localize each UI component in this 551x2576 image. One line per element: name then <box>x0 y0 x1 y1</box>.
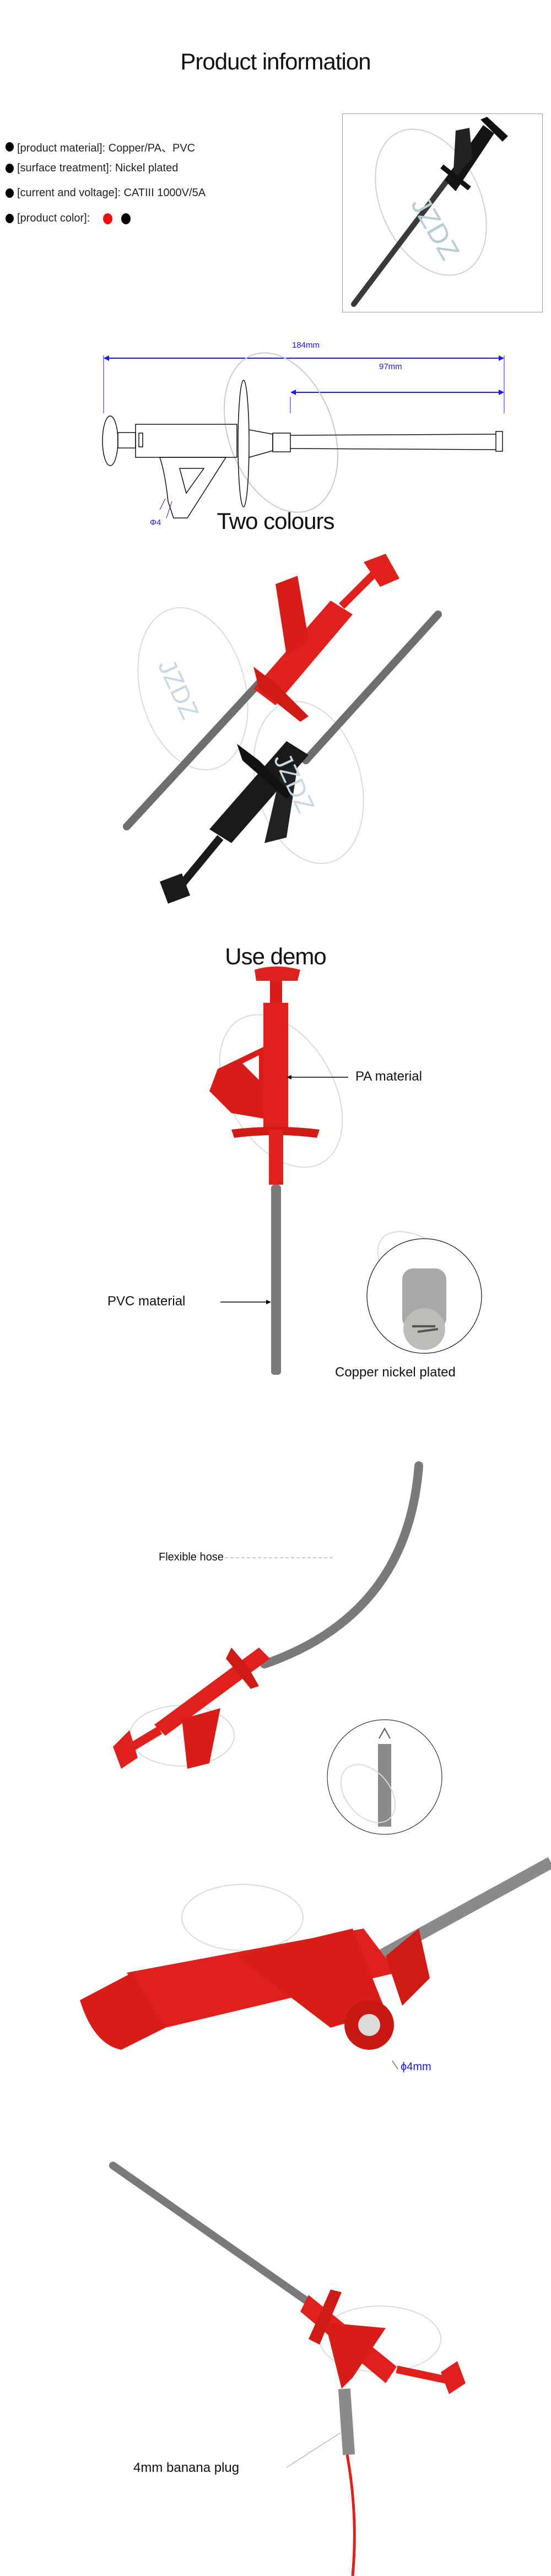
dimension-sheath-length: 97mm <box>379 362 402 371</box>
spec-color: [product color]: <box>6 212 131 225</box>
dimension-diameter: Φ4 <box>150 518 161 527</box>
color-swatch-black <box>121 213 131 224</box>
section-title-product-information: Product information <box>180 48 371 74</box>
callout-flexible-hose: Flexible hose <box>159 1551 224 1563</box>
spec-text: [surface treatment]: Nickel plated <box>17 162 179 174</box>
inset-circle-tip <box>366 1231 482 1354</box>
bullet-icon <box>6 142 14 152</box>
callout-4mm-banana-plug: 4mm banana plug <box>133 2460 240 2475</box>
bullet-icon <box>6 214 14 223</box>
section-title-use-demo: Use demo <box>225 943 326 969</box>
spec-text: [current and voltage]: CATIII 1000V/5A <box>17 187 206 199</box>
spec-current-voltage: [current and voltage]: CATIII 1000V/5A <box>6 187 206 199</box>
callout-phi4mm: ϕ4mm <box>401 2061 431 2073</box>
two-colour-probes-image: JZDZ JZDZ <box>123 554 442 904</box>
callout-copper-nickel-plated: Copper nickel plated <box>335 1365 456 1380</box>
dimension-drawing <box>102 352 505 519</box>
bullet-icon <box>6 188 14 198</box>
watermark: JZDZ <box>153 655 205 723</box>
flexible-hose-image <box>113 1461 423 1769</box>
bullet-icon <box>6 164 14 173</box>
closeup-socket-image <box>80 1857 551 2070</box>
color-swatch-red <box>103 213 113 224</box>
spec-text: [product material]: Copper/PA、PVC <box>17 142 196 154</box>
inset-circle-hose-tip <box>327 1719 442 1835</box>
pa-arrow <box>287 1075 348 1079</box>
spec-material: [product material]: Copper/PA、PVC <box>6 139 195 155</box>
dimension-total-length: 184mm <box>292 341 320 350</box>
section-title-two-colours: Two colours <box>217 508 334 534</box>
use-demo-probe-image <box>209 966 343 1375</box>
black-probe-illustration: JZDZ <box>351 117 508 307</box>
callout-pvc-material: PVC material <box>107 1294 186 1309</box>
spec-text: [product color]: <box>17 212 90 224</box>
callout-pa-material: PA material <box>355 1069 422 1084</box>
product-image-black-probe: JZDZ <box>342 114 543 312</box>
spec-surface: [surface treatment]: Nickel plated <box>6 162 178 175</box>
pvc-arrow <box>220 1300 271 1304</box>
banana-plug-image <box>109 2162 466 2576</box>
